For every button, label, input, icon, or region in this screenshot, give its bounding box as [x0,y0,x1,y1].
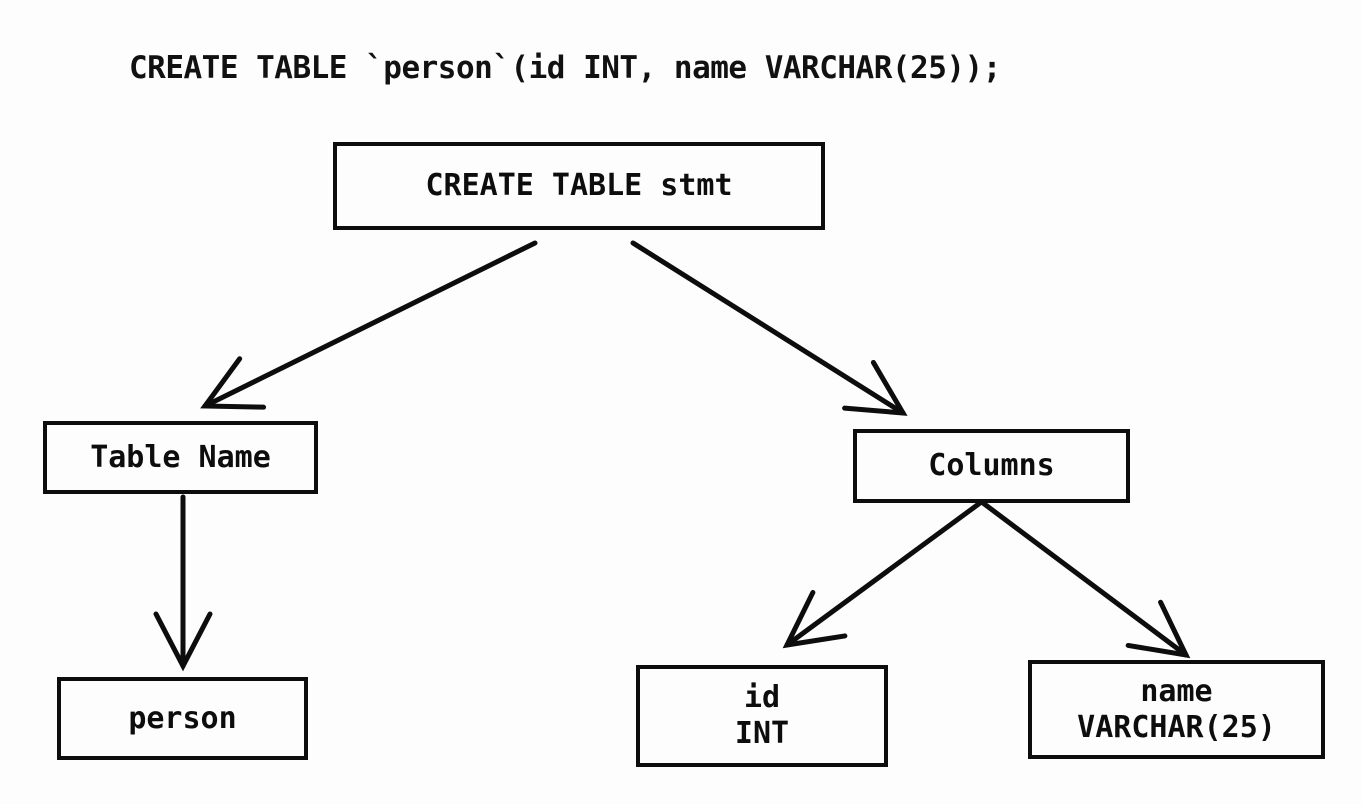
edge-stmt-to-columns [630,240,908,416]
edge-columns-to-col-name [980,500,1191,659]
node-column-id: id INT [636,665,888,767]
sql-statement-text: CREATE TABLE `person`(id INT, name VARCH… [129,50,1001,86]
node-create-table-stmt-label: CREATE TABLE stmt [425,168,733,203]
node-create-table-stmt: CREATE TABLE stmt [333,142,825,230]
node-table-name: Table Name [43,421,318,494]
node-column-name-name: name [1140,673,1213,709]
node-columns-label: Columns [928,448,1055,483]
node-column-name: name VARCHAR(25) [1028,660,1325,759]
node-column-id-type: INT [734,716,790,751]
node-column-id-name: id [743,680,781,715]
edge-columns-to-col-id [782,500,983,649]
edge-stmt-to-table-name [200,240,538,410]
node-person-label: person [128,700,237,736]
node-columns: Columns [853,429,1130,503]
node-table-name-label: Table Name [90,439,271,475]
node-column-name-type: VARCHAR(25) [1077,709,1276,745]
node-person: person [57,677,308,760]
